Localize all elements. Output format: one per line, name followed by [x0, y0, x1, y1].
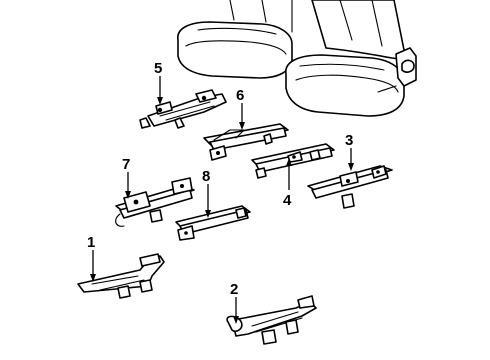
left-seat-cushion: [177, 0, 293, 79]
right-seat-cushion: [285, 54, 405, 117]
part-3-seat-adjuster: [307, 165, 393, 209]
callout-1: 1: [87, 234, 95, 251]
leader-lines: [90, 76, 354, 324]
recliner-lever: [377, 47, 417, 93]
right-seat-back: [311, 0, 407, 61]
callout-6: 6: [236, 87, 244, 104]
callout-3: 3: [345, 132, 353, 149]
callout-8: 8: [202, 168, 210, 185]
part-1-riser-bracket: [77, 253, 165, 299]
callout-2: 2: [230, 281, 238, 298]
part-2-riser-bracket: [226, 295, 317, 345]
part-7-power-adjuster: [115, 177, 195, 227]
part-5-seat-adjuster: [139, 89, 227, 129]
part-4-seat-track: [251, 143, 335, 179]
callout-4: 4: [283, 192, 292, 209]
callout-7: 7: [122, 156, 130, 173]
callout-5: 5: [154, 60, 162, 77]
part-8-seat-track: [175, 205, 251, 241]
part-6-seat-track: [203, 123, 289, 161]
